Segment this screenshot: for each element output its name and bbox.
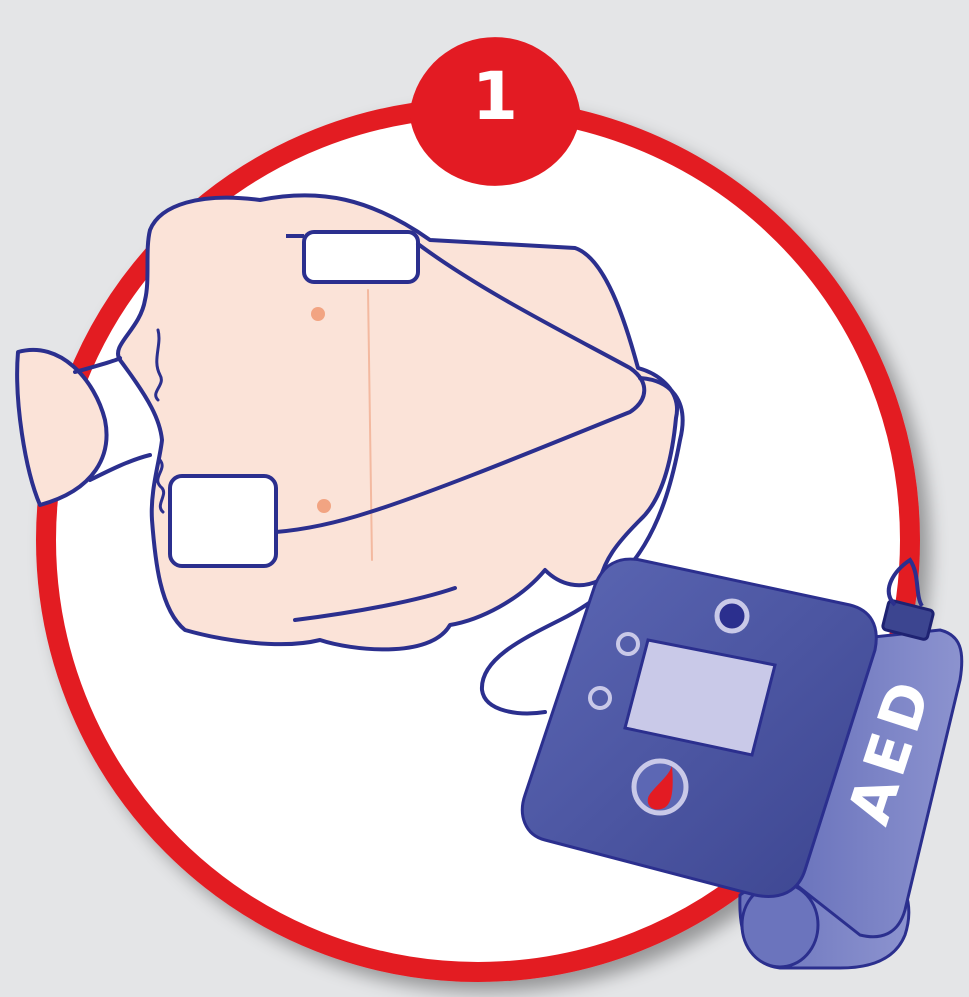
lower-left-pad <box>170 476 276 566</box>
step-number: 1 <box>410 22 580 172</box>
upper-right-pad <box>304 232 418 282</box>
power-button <box>717 601 747 631</box>
